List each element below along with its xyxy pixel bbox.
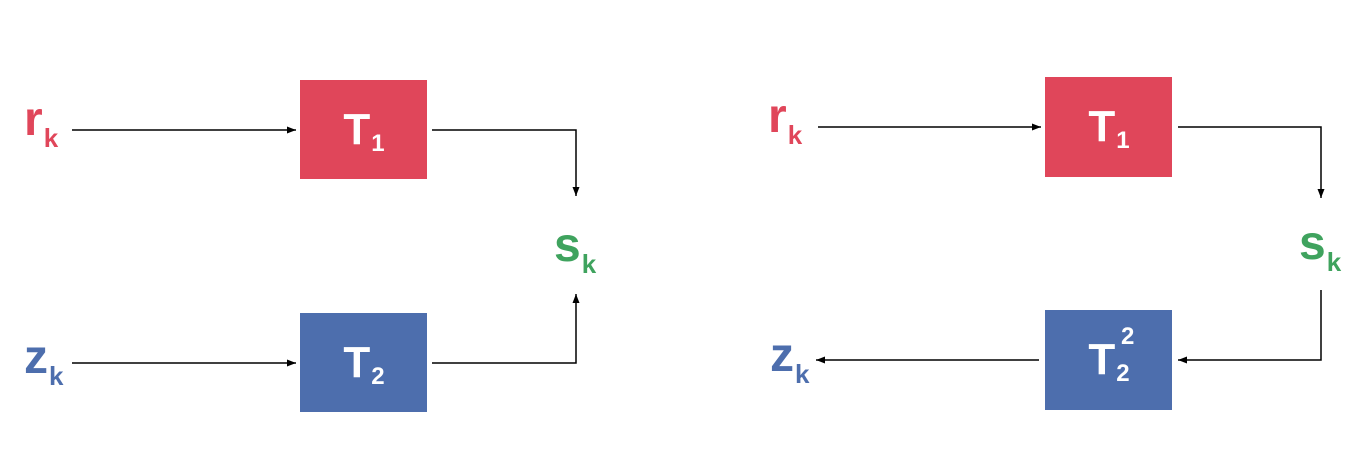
- input-z-left-subscript: k: [49, 361, 64, 391]
- t2-right-subscript: 2: [1116, 360, 1130, 387]
- t2-left-symbol: T: [343, 337, 371, 387]
- output-s-right-subscript: k: [1326, 247, 1342, 277]
- input-r-right-subscript: k: [787, 120, 803, 150]
- arrow-t2-to-s-left: [432, 294, 580, 364]
- t2-right-symbol: T: [1088, 335, 1116, 384]
- output-s-left-subscript: k: [581, 249, 597, 279]
- arrow-t1-to-s-left: [432, 129, 580, 196]
- t2-right-superscript: 2: [1121, 323, 1135, 350]
- output-s-right: sk: [1299, 217, 1341, 276]
- output-s-right-symbol: s: [1299, 217, 1326, 270]
- t1-left-subscript: 1: [371, 129, 385, 157]
- input-r-left-subscript: k: [43, 123, 59, 153]
- output-z-right: zk: [770, 329, 809, 388]
- arrow-s-to-t2-right: [1178, 290, 1322, 364]
- output-z-right-subscript: k: [795, 359, 810, 389]
- arrow-t1-to-s-right: [1178, 126, 1325, 198]
- output-s-left: sk: [554, 219, 596, 278]
- input-r-left: rk: [24, 93, 58, 152]
- t1-right-subscript: 1: [1116, 127, 1130, 154]
- input-r-right: rk: [768, 90, 802, 149]
- t1-left-symbol: T: [343, 104, 371, 154]
- t2-left-subscript: 2: [371, 362, 385, 390]
- input-z-left: zk: [24, 331, 63, 390]
- input-r-left-symbol: r: [24, 93, 43, 146]
- input-r-right-symbol: r: [768, 90, 787, 143]
- output-s-left-symbol: s: [554, 219, 581, 272]
- t1-right-symbol: T: [1088, 102, 1116, 151]
- input-z-left-symbol: z: [24, 331, 48, 384]
- output-z-right-symbol: z: [770, 329, 794, 382]
